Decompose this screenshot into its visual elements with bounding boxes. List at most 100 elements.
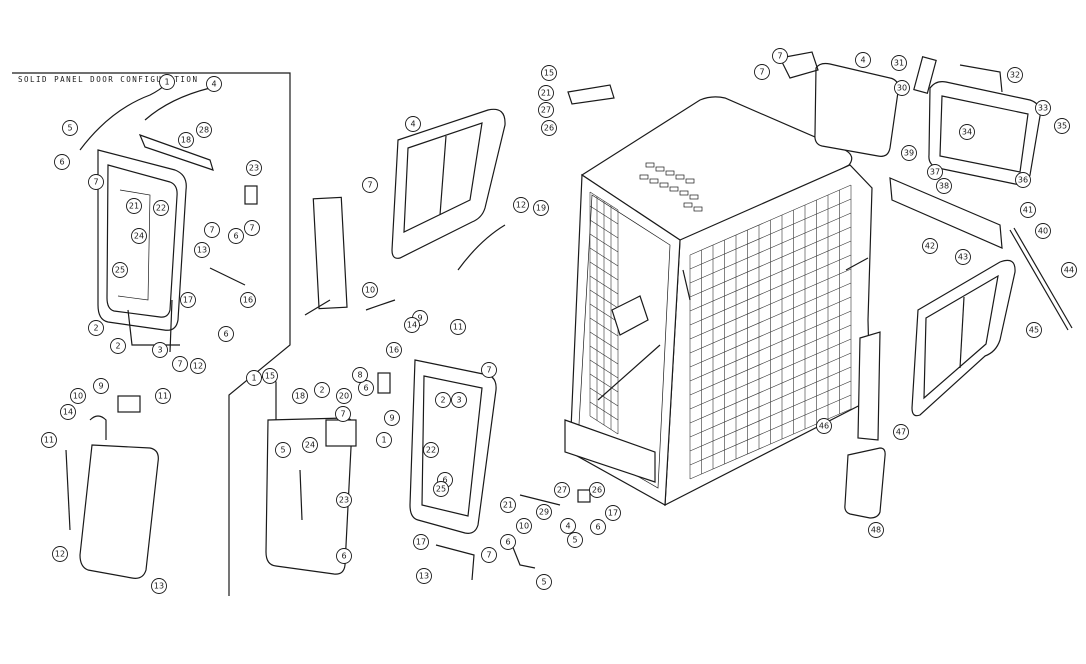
callout-40: 40 <box>1035 223 1051 239</box>
callout-23: 23 <box>336 492 352 508</box>
callout-bubble <box>416 568 432 584</box>
callout-number: 26 <box>592 486 602 495</box>
callout-bubble <box>302 437 318 453</box>
callout-number: 11 <box>453 323 463 332</box>
callout-bubble <box>541 65 557 81</box>
middle-door-frame <box>409 359 497 534</box>
callout-bubble <box>180 292 196 308</box>
callout-6: 6 <box>228 228 244 244</box>
front-screen-mesh <box>589 191 619 435</box>
callout-number: 18 <box>295 392 305 401</box>
callout-bubble <box>1061 262 1077 278</box>
callout-30: 30 <box>894 80 910 96</box>
callout-7: 7 <box>481 362 497 378</box>
inset-pin <box>209 267 246 286</box>
callout-bubble <box>204 222 220 238</box>
upper-door-glass <box>403 122 483 233</box>
callout-number: 32 <box>1010 71 1020 80</box>
callout-bubble <box>206 76 222 92</box>
inset-latch-bar <box>138 133 214 171</box>
callout-bubble <box>172 356 188 372</box>
callout-bubble <box>893 424 909 440</box>
callout-3: 3 <box>451 392 467 408</box>
callout-number: 25 <box>115 266 125 275</box>
callout-bubble <box>218 326 234 342</box>
callout-number: 4 <box>860 56 865 65</box>
callout-bubble <box>754 64 770 80</box>
left-door-lock <box>325 419 357 447</box>
callout-44: 44 <box>1061 262 1077 278</box>
callout-6: 6 <box>358 380 374 396</box>
callout-bubble <box>52 546 68 562</box>
callout-6: 6 <box>500 534 516 550</box>
callout-35: 35 <box>1054 118 1070 134</box>
callout-number: 2 <box>93 324 98 333</box>
callout-18: 18 <box>292 388 308 404</box>
callout-number: 4 <box>565 522 570 531</box>
callout-5: 5 <box>536 574 552 590</box>
callout-number: 7 <box>777 52 782 61</box>
callout-bubble <box>335 406 351 422</box>
callout-bubble <box>413 534 429 550</box>
callout-26: 26 <box>589 482 605 498</box>
callout-43: 43 <box>955 249 971 265</box>
callout-bubble <box>816 418 832 434</box>
callout-bubble <box>131 228 147 244</box>
callout-18: 18 <box>178 132 194 148</box>
rear-latch <box>913 56 937 94</box>
callout-number: 7 <box>177 360 182 369</box>
callout-19: 19 <box>533 200 549 216</box>
callout-bubble <box>384 410 400 426</box>
center-nut <box>577 489 591 503</box>
callout-4: 4 <box>855 52 871 68</box>
left-side-strip <box>312 196 348 310</box>
callout-21: 21 <box>538 85 554 101</box>
callout-number: 19 <box>536 204 546 213</box>
callout-number: 43 <box>958 253 968 262</box>
callout-13: 13 <box>194 242 210 258</box>
callout-number: 6 <box>442 476 447 485</box>
callout-bubble <box>554 482 570 498</box>
callout-number: 24 <box>134 232 144 241</box>
callout-21: 21 <box>500 497 516 513</box>
roof-vents <box>639 162 703 212</box>
callout-bubble <box>292 388 308 404</box>
callout-number: 6 <box>595 523 600 532</box>
cab-floor-plate <box>564 419 656 483</box>
callout-number: 23 <box>249 164 259 173</box>
callout-42: 42 <box>922 238 938 254</box>
callout-number: 7 <box>340 410 345 419</box>
callout-bubble <box>536 574 552 590</box>
callout-bubble <box>481 362 497 378</box>
callout-bubble <box>314 382 330 398</box>
rear-seal <box>959 64 1003 93</box>
callout-4: 4 <box>206 76 222 92</box>
callout-8: 8 <box>352 367 368 383</box>
callout-5: 5 <box>567 532 583 548</box>
rear-window-glass <box>814 62 899 157</box>
callout-bubble <box>538 102 554 118</box>
callout-bubble <box>54 154 70 170</box>
callout-number: 28 <box>199 126 209 135</box>
callout-number: 6 <box>59 158 64 167</box>
callout-14: 14 <box>404 317 420 333</box>
callout-7: 7 <box>481 547 497 563</box>
callout-bubble <box>922 238 938 254</box>
callout-number: 1 <box>164 78 169 87</box>
callout-11: 11 <box>41 432 57 448</box>
callout-bubble <box>152 342 168 358</box>
callout-bubble <box>88 320 104 336</box>
callout-bubble <box>533 200 549 216</box>
callout-bubble <box>112 262 128 278</box>
callout-15: 15 <box>541 65 557 81</box>
callout-21: 21 <box>126 198 142 214</box>
callout-22: 22 <box>423 442 439 458</box>
callout-2: 2 <box>110 338 126 354</box>
callout-bubble <box>959 124 975 140</box>
callout-number: 47 <box>896 428 906 437</box>
upper-door-divider <box>439 135 447 216</box>
callout-number: 3 <box>157 346 162 355</box>
left-door-group <box>255 108 506 581</box>
callout-33: 33 <box>1035 100 1051 116</box>
callout-bubble <box>153 200 169 216</box>
